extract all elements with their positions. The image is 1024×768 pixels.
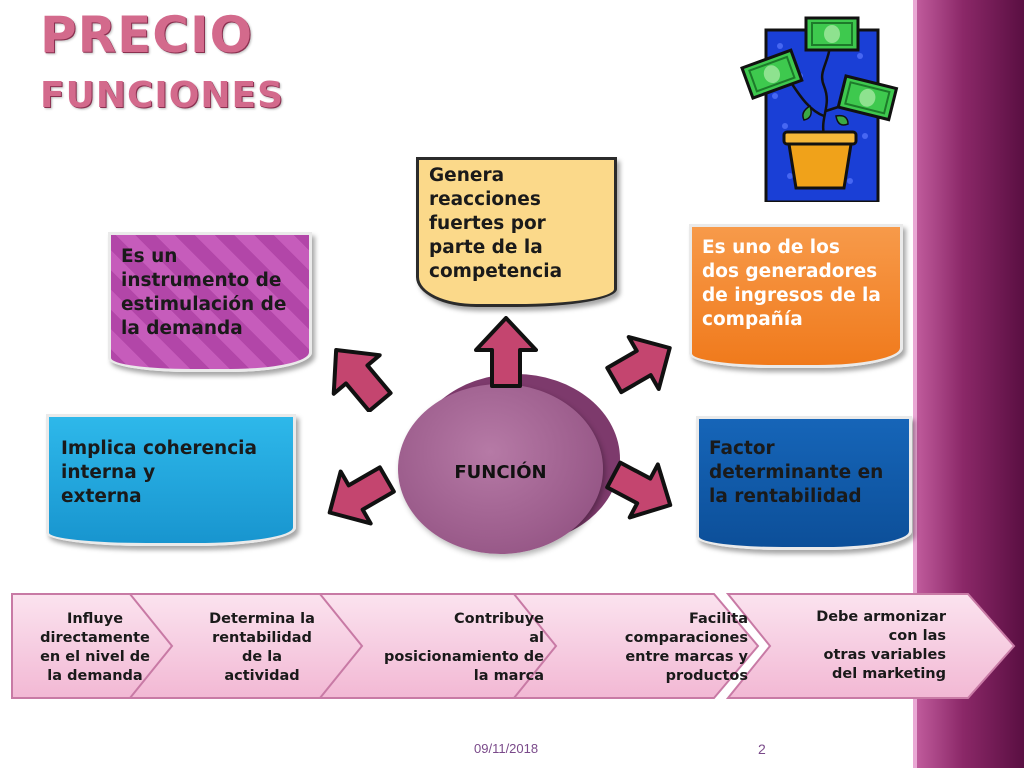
arrow-downright-icon	[605, 460, 673, 520]
money-tree-icon	[740, 16, 899, 202]
arrow-upleft-icon	[331, 347, 393, 412]
box-rentabilidad: Factor determinante en la rentabilidad	[696, 416, 912, 550]
slide-subtitle: FUNCIONES	[40, 75, 285, 116]
box-generadores-ingresos: Es uno de los dos generadores de ingreso…	[689, 224, 903, 368]
slide-title: PRECIO	[40, 6, 254, 64]
arrow-downleft-icon	[327, 465, 396, 526]
box-competencia: Genera reacciones fuertes por parte de l…	[416, 157, 617, 307]
box-estimulacion-demanda: Es un instrumento de estimulación de la …	[108, 232, 312, 372]
arrow-up-icon	[474, 316, 538, 388]
chevron-2-text: Determina la rentabilidad de la activida…	[209, 611, 315, 684]
chevron-4-text: Facilita comparaciones entre marcas y pr…	[624, 611, 748, 684]
chevron-4	[512, 593, 760, 699]
chevron-5	[726, 593, 1016, 699]
chevron-3-text: Contribuye al posicionamiento de la marc…	[384, 611, 544, 684]
box-coherencia: Implica coherencia interna y externa	[46, 414, 296, 546]
footer-page-number: 2	[758, 741, 766, 757]
chevron-5-text: Debe armonizar con las otras variables d…	[816, 609, 946, 682]
center-ellipse	[398, 384, 603, 554]
arrow-upright-icon	[605, 335, 672, 395]
center-label: FUNCIÓN	[454, 462, 547, 483]
footer-date: 09/11/2018	[474, 741, 539, 756]
chevron-1-text: Influye directamente en el nivel de la d…	[40, 611, 150, 684]
